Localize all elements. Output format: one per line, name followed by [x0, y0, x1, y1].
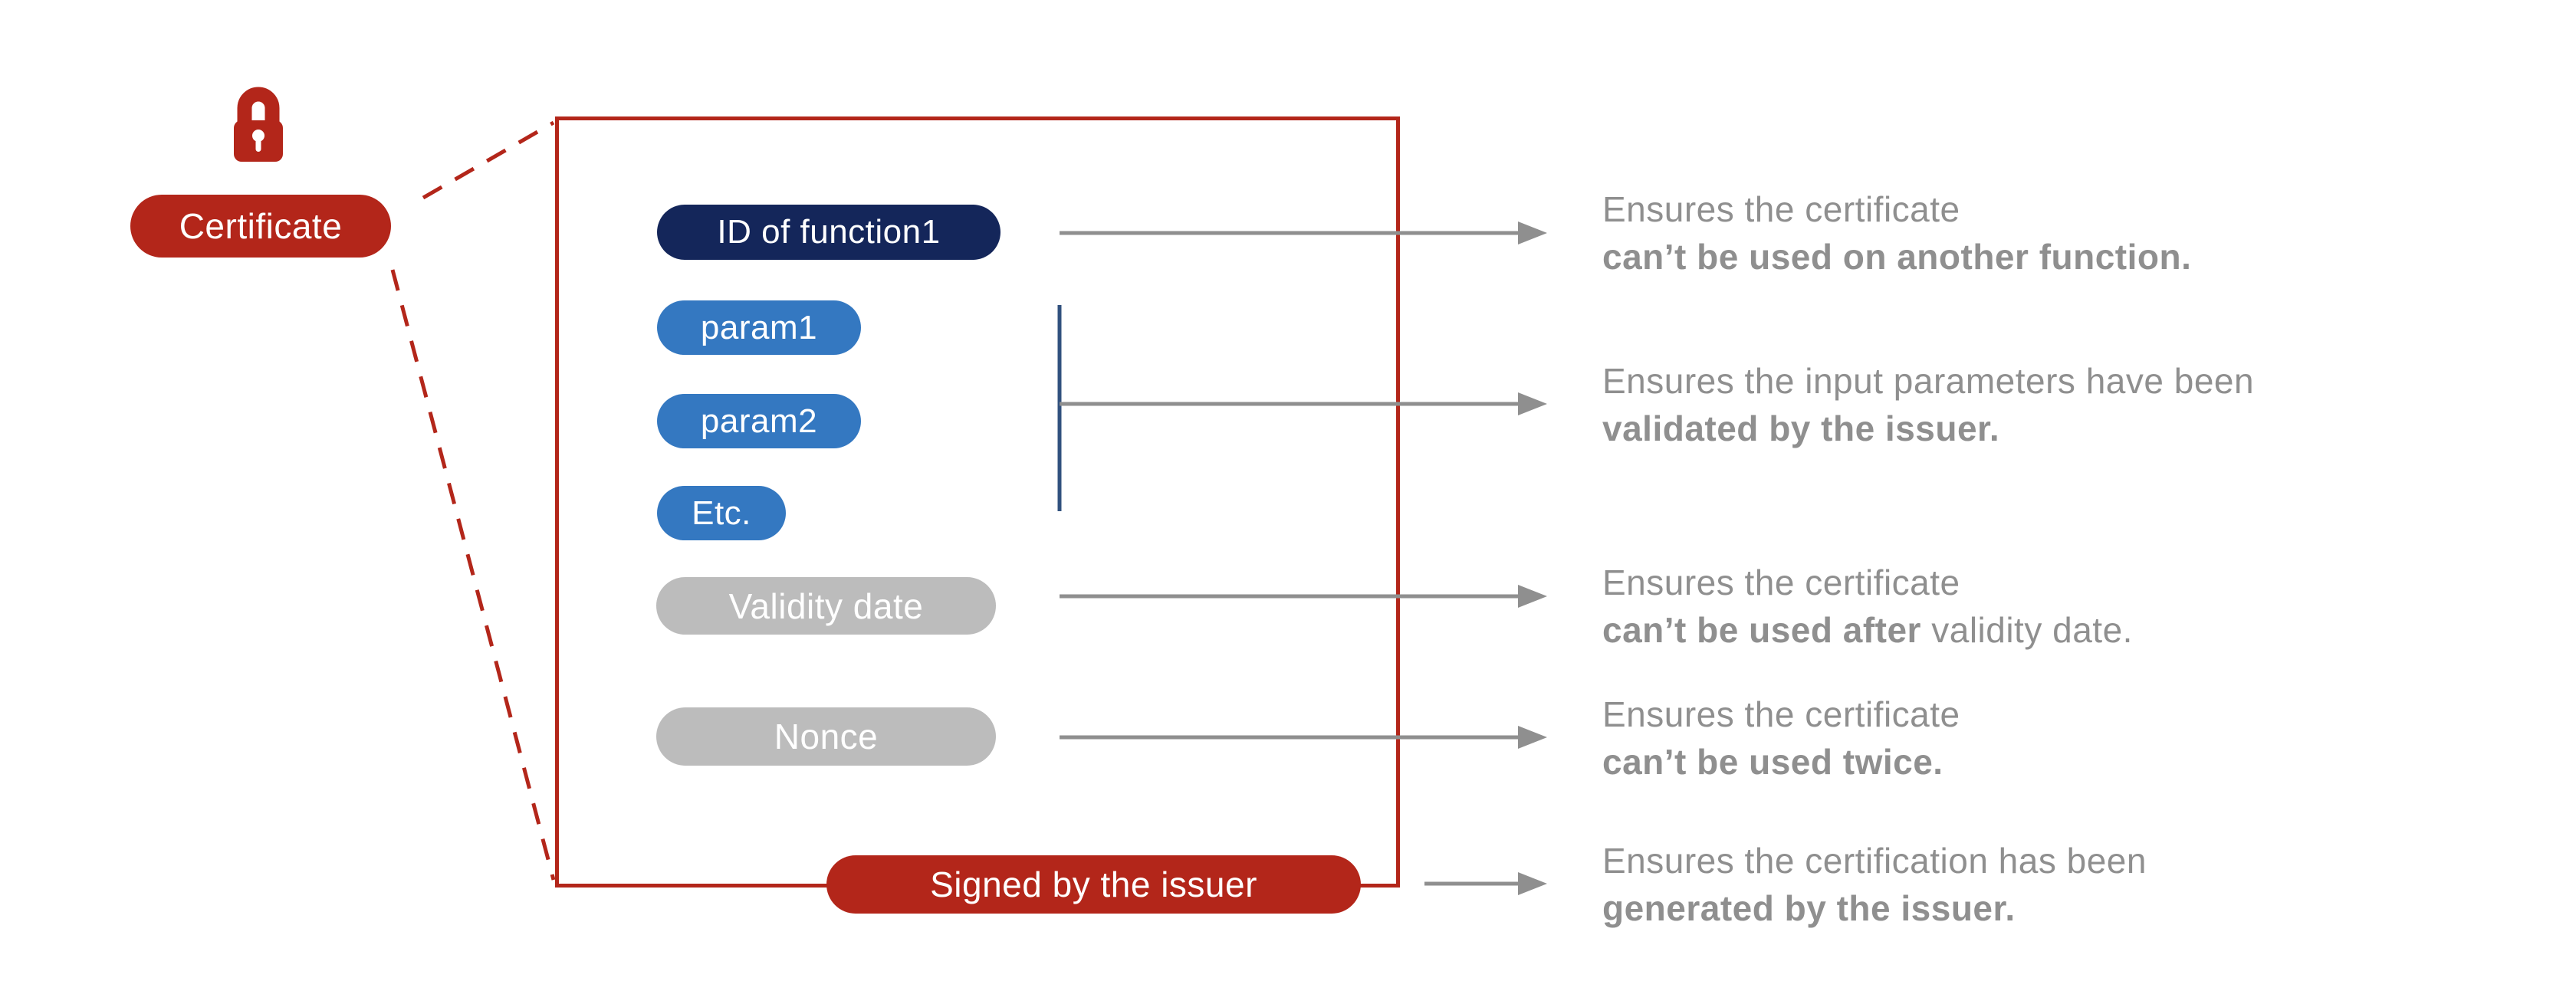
- field-label: Validity date: [728, 586, 924, 626]
- certificate-label: Certificate: [179, 206, 343, 246]
- annotation-line2: can’t be used on another function.: [1602, 237, 2192, 277]
- annotation-line2: generated by the issuer.: [1602, 888, 2016, 928]
- dashed-line-bottom: [390, 269, 556, 881]
- annotation-line1: Ensures the certificate: [1602, 694, 1960, 734]
- annotation-line1: Ensures the certificate: [1602, 189, 1960, 229]
- field-pill-function-id: ID of function1: [657, 205, 1001, 260]
- arrow-signature: [1424, 872, 1547, 895]
- field-pill-nonce: Nonce: [656, 707, 996, 766]
- field-pill-param2: param2: [657, 394, 861, 448]
- field-label: param2: [700, 402, 818, 440]
- lock-icon: [234, 87, 283, 162]
- dashed-line-top: [422, 120, 555, 200]
- annotation-validity-date: Ensures the certificate can’t be used af…: [1602, 559, 2133, 654]
- signed-label: Signed by the issuer: [930, 865, 1257, 904]
- field-label: Nonce: [774, 717, 879, 756]
- annotation-nonce: Ensures the certificate can’t be used tw…: [1602, 691, 1960, 786]
- field-label: Etc.: [692, 494, 751, 532]
- annotation-signature: Ensures the certification has been gener…: [1602, 837, 2147, 932]
- annotation-line1: Ensures the certificate: [1602, 563, 1960, 602]
- annotation-line1: Ensures the input parameters have been: [1602, 361, 2255, 401]
- annotation-line2: validated by the issuer.: [1602, 408, 2000, 448]
- certificate-pill: Certificate: [130, 195, 391, 258]
- annotation-line2: can’t be used twice.: [1602, 742, 1944, 782]
- field-pill-etc: Etc.: [657, 486, 786, 540]
- annotation-line1: Ensures the certification has been: [1602, 841, 2147, 881]
- field-label: param1: [700, 308, 818, 346]
- field-pill-param1: param1: [657, 300, 861, 355]
- annotation-function-id: Ensures the certificate can’t be used on…: [1602, 185, 2191, 281]
- annotation-params: Ensures the input parameters have been v…: [1602, 357, 2254, 452]
- annotation-line2: can’t be used after validity date.: [1602, 610, 2133, 650]
- field-pill-validity-date: Validity date: [656, 577, 996, 635]
- field-label: ID of function1: [717, 213, 941, 251]
- signed-by-issuer-pill: Signed by the issuer: [826, 855, 1361, 914]
